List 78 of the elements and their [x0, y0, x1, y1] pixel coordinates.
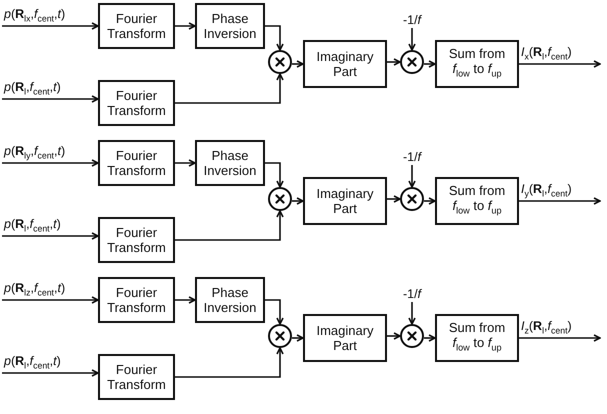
arrow	[408, 28, 416, 51]
arrow	[2, 296, 99, 304]
arrow	[265, 25, 284, 51]
signal-label: p(R$_{lx}$,f$_{cent}$,t)	[3, 6, 66, 25]
process-box	[98, 140, 175, 186]
arrow	[175, 22, 196, 30]
signal-label: p(R$_{l}$,f$_{cent}$,t)	[3, 216, 62, 235]
arrow	[408, 302, 416, 325]
process-box	[435, 40, 519, 88]
arrow	[2, 22, 99, 30]
arrow	[387, 58, 401, 66]
arrow	[519, 197, 601, 205]
process-box	[303, 40, 387, 88]
signal-label: p(R$_{lz}$,f$_{cent}$,t)	[3, 280, 66, 299]
arrow	[175, 296, 196, 304]
process-box	[195, 277, 265, 323]
arrow	[2, 95, 99, 103]
box-label: Imaginary Part	[315, 323, 375, 353]
multiplier-circle	[400, 50, 424, 74]
signal-label: -1/f	[402, 287, 422, 301]
arrow	[408, 165, 416, 188]
arrow	[424, 334, 436, 342]
multiplier-circle	[400, 324, 424, 348]
multiplier-circle	[268, 50, 292, 74]
signal-label: p(R$_{l}$,f$_{cent}$,t)	[3, 80, 62, 98]
process-box	[98, 80, 175, 126]
process-box	[195, 3, 265, 49]
arrow	[175, 73, 284, 104]
arrow	[265, 299, 284, 325]
arrow	[424, 60, 436, 68]
arrow	[175, 210, 284, 241]
arrow	[265, 162, 284, 188]
arrow	[292, 60, 304, 68]
box-label: Phase Inversion	[203, 148, 257, 178]
process-box	[303, 314, 387, 362]
process-box	[98, 3, 175, 49]
process-box	[303, 177, 387, 225]
arrow	[424, 197, 436, 205]
process-box	[98, 354, 175, 400]
signal-label: I$_{z}$(R$_{l}$,f$_{cent}$)	[520, 318, 573, 337]
multiplier-circle	[400, 187, 424, 211]
arrow	[519, 60, 601, 68]
process-box	[98, 277, 175, 323]
box-label: Imaginary Part	[315, 186, 375, 216]
signal-label: -1/f	[402, 13, 422, 27]
box-label: Fourier Transform	[106, 362, 167, 392]
arrow	[519, 334, 601, 342]
arrow	[387, 195, 401, 203]
box-label: Phase Inversion	[203, 11, 257, 41]
process-box	[435, 177, 519, 225]
arrow	[292, 197, 304, 205]
arrow	[2, 232, 99, 240]
box-label: Fourier Transform	[106, 88, 167, 118]
box-label: Sum from f$_{low}$ to f$_{up}$	[448, 46, 506, 81]
arrow	[292, 334, 304, 342]
multiplier-circle	[268, 324, 292, 348]
process-box	[98, 217, 175, 263]
box-label: Sum from f$_{low}$ to f$_{up}$	[448, 320, 506, 355]
process-box	[195, 140, 265, 186]
box-label: Fourier Transform	[106, 225, 167, 255]
box-label: Fourier Transform	[106, 11, 167, 41]
signal-label: -1/f	[402, 150, 422, 164]
signal-label: p(R$_{l}$,f$_{cent}$,t)	[3, 354, 62, 372]
box-label: Imaginary Part	[315, 49, 375, 79]
arrow	[387, 332, 401, 340]
box-label: Fourier Transform	[106, 148, 167, 178]
box-label: Phase Inversion	[203, 285, 257, 315]
multiplier-circle	[268, 187, 292, 211]
arrow	[2, 159, 99, 167]
signal-label: I$_{x}$(R$_{l}$,f$_{cent}$)	[520, 44, 573, 63]
signal-label: p(R$_{ly}$,f$_{cent}$,t)	[3, 144, 66, 162]
process-box	[435, 314, 519, 362]
arrow	[2, 369, 99, 377]
box-label: Sum from f$_{low}$ to f$_{up}$	[448, 183, 506, 218]
signal-label: I$_{y}$(R$_{l}$,f$_{cent}$)	[520, 182, 573, 200]
arrow	[175, 159, 196, 167]
box-label: Fourier Transform	[106, 285, 167, 315]
arrow	[175, 347, 284, 378]
